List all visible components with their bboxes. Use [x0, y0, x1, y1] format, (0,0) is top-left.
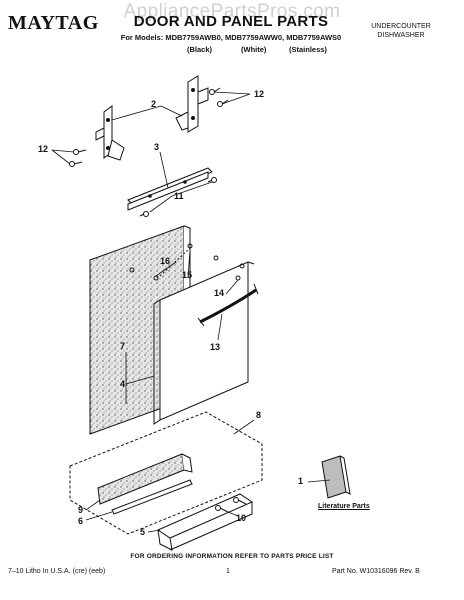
callout-4: 4: [120, 379, 126, 389]
left-hinge-bracket: [95, 105, 125, 161]
litho-info: 7–10 Litho In U.S.A. (cre) (eeb): [8, 568, 106, 575]
door-rail: [127, 167, 213, 211]
callout-15: 15: [182, 270, 193, 280]
kickplate-strip: [111, 479, 193, 515]
screw-group-12: [69, 87, 229, 167]
watermark: AppliancePartsPros.com: [123, 1, 341, 22]
literature-booklet: [321, 455, 351, 499]
ordering-note: FOR ORDERING INFORMATION REFER TO PARTS …: [130, 553, 334, 560]
door-handle: [197, 283, 259, 327]
callout-6: 6: [78, 516, 84, 526]
callout-12-left: 12: [38, 144, 49, 154]
callout-12-right: 12: [254, 89, 265, 99]
screw-group-11: [139, 177, 217, 217]
callout-11: 11: [174, 191, 184, 201]
screw-group-10: [215, 497, 247, 513]
callout-9: 9: [78, 505, 84, 515]
kickplate: [156, 493, 254, 551]
callout-14: 14: [214, 288, 225, 298]
page-title: DOOR AND PANEL PARTS: [133, 13, 329, 30]
callout-10: 10: [236, 513, 247, 523]
callout-3: 3: [154, 142, 160, 152]
appliance-type-line1: UNDERCOUNTER: [371, 23, 431, 30]
kickplate-insulation: [97, 453, 193, 505]
variant-black: (Black): [187, 45, 213, 54]
callout-5: 5: [140, 527, 146, 537]
appliance-type-line2: DISHWASHER: [377, 32, 425, 39]
page-number: 1: [226, 568, 230, 575]
leader-lines: [51, 91, 331, 533]
callout-1: 1: [298, 476, 304, 486]
outer-door-panel: [153, 261, 255, 425]
right-hinge-bracket: [175, 75, 209, 133]
part-number: Part No. W10316096 Rev. B: [332, 568, 420, 575]
variant-stainless: (Stainless): [289, 45, 327, 54]
callout-2: 2: [151, 99, 157, 109]
callout-7: 7: [120, 341, 126, 351]
callout-13: 13: [210, 342, 221, 352]
literature-parts-label: Literature Parts: [318, 503, 370, 510]
callout-8: 8: [256, 410, 262, 420]
brand-logo: MAYTAG: [8, 12, 99, 34]
kickplate-assembly-outline: [69, 411, 263, 535]
appliance-type: UNDERCOUNTER DISHWASHER: [356, 22, 446, 40]
model-list: For Models: MDB7759AWB0, MDB7759AWW0, MD…: [120, 33, 342, 42]
variant-white: (White): [241, 45, 267, 54]
callout-16: 16: [160, 256, 171, 266]
